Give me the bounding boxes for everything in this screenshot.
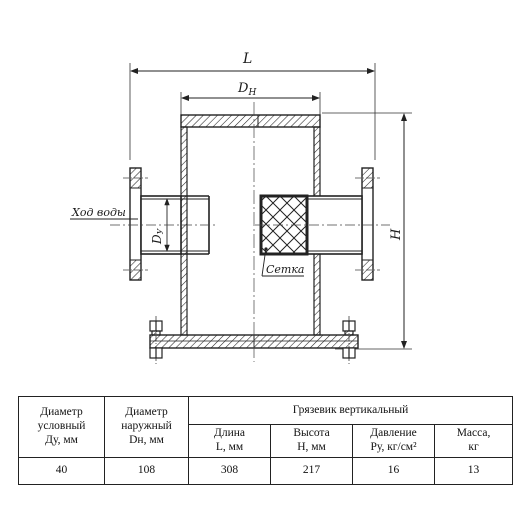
dimension-DH: DН bbox=[180, 81, 321, 115]
left-bolt bbox=[149, 316, 163, 364]
top-cap bbox=[180, 114, 321, 128]
dimension-DH-sub: Н bbox=[247, 88, 256, 98]
dimension-L-label: L bbox=[242, 51, 252, 67]
cell-dn: 108 bbox=[104, 456, 189, 485]
dimension-DH-label: DН bbox=[237, 81, 256, 98]
dimension-Dy-main: D bbox=[150, 234, 164, 245]
dimension-DH-main: D bbox=[237, 81, 249, 96]
header-pressure: Давление Ру, кг/см² bbox=[352, 424, 435, 458]
header-dn-line2: наружный bbox=[121, 419, 172, 432]
dimension-H-label: H bbox=[389, 228, 404, 241]
spec-table: Диаметр условный Ду, мм Диаметр наружный… bbox=[18, 396, 514, 485]
mud-trap-drawing: L DН H bbox=[70, 51, 412, 364]
header-mass: Масса, кг bbox=[433, 424, 514, 458]
table-header-row-2: Длина L, мм Высота H, мм Давление Ру, кг… bbox=[19, 424, 514, 458]
cell-dy: 40 bbox=[18, 456, 105, 485]
header-dy-line2: условный bbox=[37, 419, 86, 432]
header-pressure-line1: Давление bbox=[370, 427, 417, 439]
cell-pressure: 16 bbox=[352, 456, 435, 485]
dimension-Dy-label: DУ bbox=[150, 227, 165, 245]
header-dy: Диаметр условный Ду, мм bbox=[18, 396, 105, 458]
header-height-line1: Высота bbox=[293, 427, 330, 439]
cell-mass: 13 bbox=[433, 456, 514, 485]
header-dy-line3: Ду, мм bbox=[45, 433, 78, 446]
left-wall bbox=[180, 126, 188, 336]
header-dn-line1: Диаметр bbox=[125, 406, 168, 419]
header-dy-line1: Диаметр bbox=[40, 406, 83, 419]
header-length-line1: Длина bbox=[214, 427, 245, 439]
header-dn: Диаметр наружный Dн, мм bbox=[104, 396, 189, 458]
header-dn-line3: Dн, мм bbox=[129, 433, 164, 446]
table-row: 40 108 308 217 16 13 bbox=[18, 456, 514, 485]
mesh-label: Сетка bbox=[266, 263, 304, 276]
header-mass-line2: кг bbox=[468, 440, 479, 453]
cell-height: 217 bbox=[270, 456, 353, 485]
cell-length: 308 bbox=[188, 456, 271, 485]
header-pressure-line2: Ру, кг/см² bbox=[370, 440, 417, 453]
header-mass-line1: Масса, bbox=[456, 427, 491, 439]
mesh-callout: Сетка bbox=[261, 247, 304, 277]
header-length: Длина L, мм bbox=[188, 424, 271, 458]
header-length-line2: L, мм bbox=[215, 440, 244, 453]
inlet-pipe: DУ bbox=[110, 167, 215, 281]
water-flow-callout: Ход воды bbox=[70, 206, 138, 220]
table-header-row-1: Диаметр условный Ду, мм Диаметр наружный… bbox=[18, 396, 514, 458]
dimension-H: H bbox=[322, 112, 412, 350]
header-group-title: Грязевик вертикальный bbox=[187, 396, 514, 425]
right-bolt bbox=[342, 316, 356, 364]
water-flow-label: Ход воды bbox=[71, 206, 126, 219]
header-height: Высота H, мм bbox=[270, 424, 353, 458]
dimension-L: L bbox=[129, 51, 376, 160]
header-height-line2: H, мм bbox=[297, 440, 326, 453]
outlet-pipe bbox=[255, 167, 390, 281]
dimension-Dy-sub: У bbox=[156, 227, 165, 234]
